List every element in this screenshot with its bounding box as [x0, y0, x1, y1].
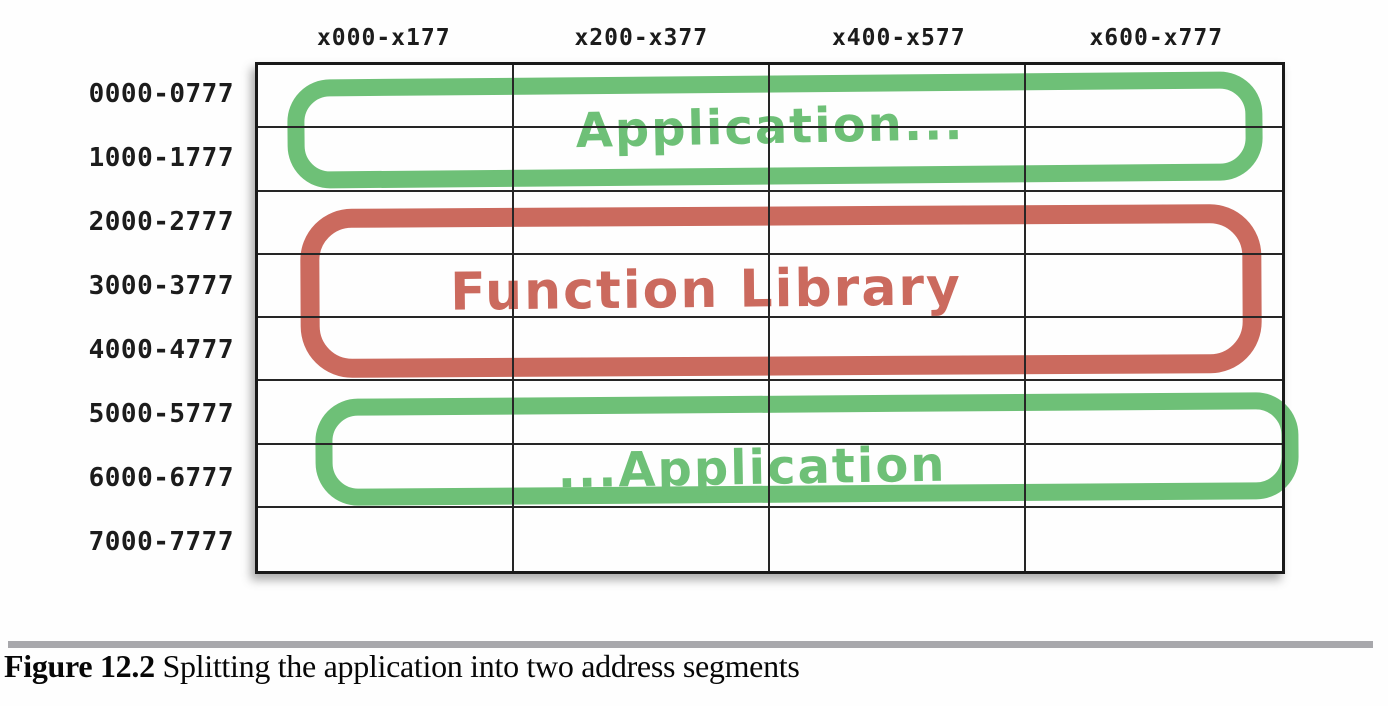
row-labels: 0000-0777 1000-1777 2000-2777 3000-3777 …: [52, 62, 234, 574]
memory-cell: [258, 444, 514, 508]
column-header-x400-x577: x400-x577: [831, 25, 966, 51]
memory-cell: [514, 128, 770, 192]
memory-grid: [255, 62, 1285, 574]
memory-cell: [258, 381, 514, 445]
memory-cell: [1026, 508, 1282, 571]
memory-cell: [770, 65, 1026, 129]
function-library-label: Function Library: [450, 257, 962, 322]
memory-cell: [770, 444, 1026, 508]
memory-cell: [1026, 255, 1282, 318]
caption-rule: [8, 641, 1373, 648]
column-header-x600-x777: x600-x777: [1089, 25, 1224, 51]
function-library-outline: [300, 204, 1262, 378]
row-label-6000-6777: 6000-6777: [88, 463, 234, 493]
row-label-2000-2777: 2000-2777: [88, 207, 234, 237]
row-label-5000-5777: 5000-5777: [88, 399, 234, 429]
application-bottom-label: ...Application: [557, 437, 947, 500]
row-label-7000-7777: 7000-7777: [88, 527, 234, 557]
application-bottom-outline: [315, 392, 1299, 506]
memory-cell: [258, 507, 514, 571]
figure-caption-number: Figure 12.2: [4, 648, 155, 684]
column-header-x200-x377: x200-x377: [574, 25, 709, 51]
row-label-3000-3777: 3000-3777: [88, 271, 234, 301]
memory-cell: [514, 444, 770, 508]
memory-cell: [1026, 318, 1282, 382]
figure-caption: Figure 12.2 Splitting the application in…: [4, 648, 1374, 685]
row-label-0000-0777: 0000-0777: [88, 79, 234, 109]
figure-caption-text: Splitting the application into two addre…: [154, 648, 800, 684]
memory-cell: [1026, 445, 1282, 508]
memory-cell: [770, 507, 1026, 571]
row-label-1000-1777: 1000-1777: [88, 143, 234, 173]
memory-cell: [258, 318, 514, 382]
column-headers: x000-x177 x200-x377 x400-x577 x600-x777: [255, 20, 1285, 56]
memory-cell: [770, 381, 1026, 445]
row-label-4000-4777: 4000-4777: [88, 335, 234, 365]
memory-cell: [1026, 65, 1282, 129]
memory-cell: [258, 65, 514, 129]
memory-cell: [1026, 128, 1282, 192]
memory-cell: [1026, 192, 1282, 255]
memory-cell: [514, 191, 770, 255]
memory-cell: [258, 191, 514, 255]
memory-cell: [514, 65, 770, 129]
memory-cell: [770, 318, 1026, 382]
memory-cell: [770, 254, 1026, 318]
memory-cell: [514, 381, 770, 445]
memory-cell: [514, 318, 770, 382]
memory-cell: [514, 507, 770, 571]
memory-cell: [770, 191, 1026, 255]
memory-cell: [258, 128, 514, 192]
memory-cell: [770, 128, 1026, 192]
column-header-x000-x177: x000-x177: [316, 25, 451, 51]
memory-cell: [514, 254, 770, 318]
memory-cell: [258, 254, 514, 318]
memory-cell: [1026, 381, 1282, 445]
application-top-outline: [287, 71, 1263, 189]
